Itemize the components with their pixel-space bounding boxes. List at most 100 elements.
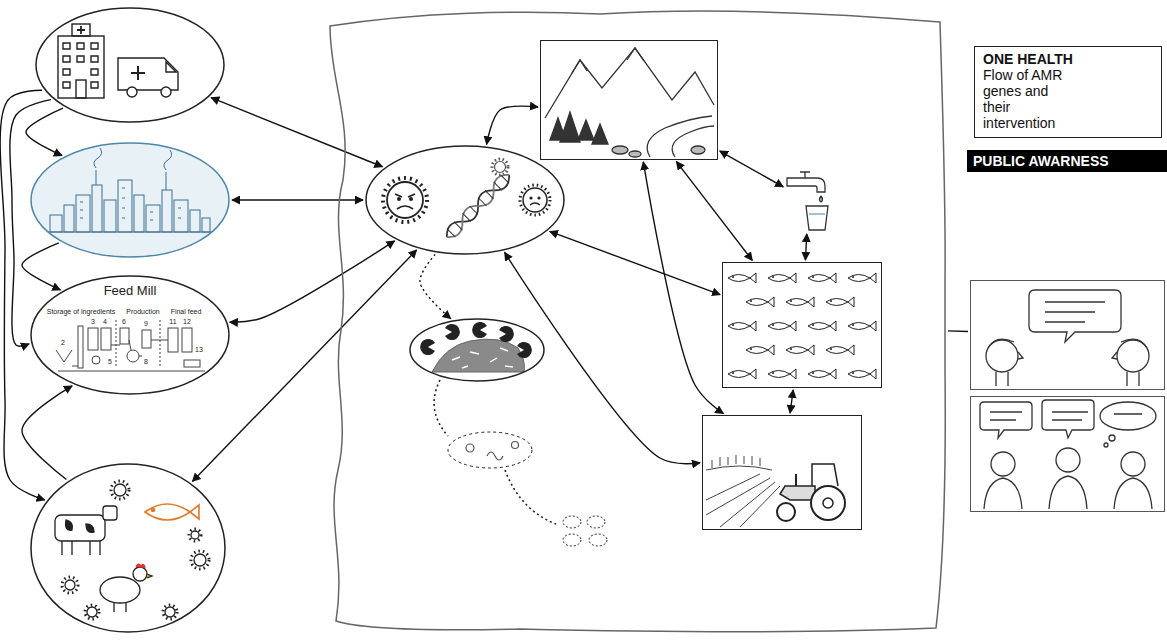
factory-skyline bbox=[80, 188, 181, 220]
pacman-microbe bbox=[445, 324, 460, 340]
microbe-ellipse bbox=[365, 145, 565, 255]
ellipse-border bbox=[31, 276, 229, 394]
virus-icon bbox=[523, 188, 547, 212]
flow-arrow bbox=[22, 386, 72, 480]
dna-helix bbox=[443, 171, 514, 242]
feed-mill-title: Feed Mill bbox=[104, 284, 157, 298]
microbe-icon bbox=[163, 605, 177, 619]
dotted-flow bbox=[587, 516, 605, 528]
discussion-drawing bbox=[1109, 435, 1115, 441]
hospital-icon bbox=[58, 24, 104, 98]
discussion-drawing bbox=[1049, 476, 1087, 509]
fish-icon bbox=[190, 505, 199, 519]
gene-fragment bbox=[466, 444, 474, 452]
fish-pattern bbox=[746, 297, 774, 307]
mountain-scene bbox=[592, 124, 608, 144]
discussion-drawing bbox=[984, 478, 1022, 509]
mountain-scene bbox=[560, 112, 580, 142]
factory-skyline bbox=[202, 218, 210, 232]
flow-arrow bbox=[805, 234, 806, 260]
mountain-scene bbox=[578, 120, 594, 140]
conversation-drawing bbox=[988, 339, 1014, 348]
conversation-drawing bbox=[1045, 302, 1105, 322]
flow-arrow bbox=[10, 100, 51, 346]
farm-scene bbox=[712, 455, 760, 468]
farm-box bbox=[702, 415, 862, 530]
virus-icon bbox=[383, 159, 550, 222]
discussion-drawing bbox=[980, 400, 1156, 509]
feed-mill-drawing bbox=[56, 320, 205, 371]
fish-pattern bbox=[728, 273, 876, 379]
mountain-scene bbox=[612, 146, 628, 154]
degradation-mound bbox=[432, 339, 524, 372]
mountain-scene bbox=[691, 146, 705, 154]
discussion-drawing bbox=[990, 412, 1142, 420]
dna-helix bbox=[447, 175, 509, 237]
pacman-microbe bbox=[472, 322, 487, 338]
discussion-drawing bbox=[1121, 452, 1145, 476]
chicken-icon bbox=[100, 564, 152, 612]
chicken-icon bbox=[133, 567, 147, 581]
cow-icon bbox=[55, 506, 117, 555]
virus-icon bbox=[495, 162, 506, 173]
factory-skyline bbox=[190, 210, 200, 232]
hospital-icon bbox=[72, 24, 90, 36]
ambulance-icon bbox=[118, 58, 178, 97]
feed-mill-drawing bbox=[120, 328, 129, 344]
flow-arrow bbox=[192, 250, 416, 481]
flow-arrow bbox=[676, 162, 752, 261]
degradation-ellipse bbox=[409, 318, 545, 382]
ellipse-border bbox=[366, 146, 564, 254]
flow-arrow bbox=[550, 231, 720, 294]
fish-pattern bbox=[808, 369, 836, 379]
tap-drawing bbox=[806, 206, 828, 230]
tap-drawing bbox=[800, 172, 810, 178]
discussion-drawing bbox=[1100, 402, 1156, 430]
microbe-icon bbox=[194, 554, 206, 566]
gene-fragment bbox=[466, 442, 519, 461]
fish-pattern bbox=[848, 321, 876, 331]
chicken-icon bbox=[100, 577, 140, 603]
factory-skyline bbox=[146, 205, 160, 232]
conversation-drawing bbox=[1121, 339, 1147, 348]
hospital-icon bbox=[63, 43, 98, 88]
hospital-icon bbox=[58, 36, 104, 98]
microbe-icon bbox=[62, 577, 78, 593]
feed-mill-drawing bbox=[72, 340, 168, 366]
microbe-icon bbox=[62, 481, 209, 619]
factory-skyline bbox=[134, 195, 144, 232]
pacman-microbe bbox=[420, 322, 532, 358]
tractor-icon bbox=[777, 503, 795, 521]
callout-number: 3 bbox=[91, 318, 95, 326]
fish-pattern bbox=[728, 273, 756, 283]
text-slot: 5 bbox=[108, 358, 112, 366]
feed-mill-drawing bbox=[116, 320, 160, 368]
mountain-scene bbox=[545, 48, 714, 157]
hospital-icon bbox=[76, 80, 86, 98]
text-slot: 9 bbox=[144, 320, 148, 328]
fish-pattern bbox=[768, 321, 796, 331]
ambulance-icon bbox=[131, 66, 145, 80]
fish-pattern bbox=[826, 297, 854, 307]
cow-icon bbox=[66, 520, 94, 532]
tractor-icon bbox=[780, 486, 815, 500]
microbe-icon bbox=[111, 481, 129, 499]
flow-arrow bbox=[790, 390, 793, 413]
factory-skyline bbox=[94, 148, 172, 170]
degradation-mound bbox=[452, 348, 513, 368]
callout-number: 9 bbox=[144, 320, 148, 328]
fish-pattern bbox=[826, 345, 854, 355]
feed-mill-drawing bbox=[101, 328, 111, 350]
industry-ellipse bbox=[30, 142, 230, 258]
dotted-flow bbox=[563, 534, 581, 546]
dotted-flow bbox=[563, 516, 581, 528]
tractor-icon bbox=[812, 464, 838, 486]
microbe-icon bbox=[111, 481, 129, 499]
ellipse-outline bbox=[35, 7, 225, 123]
pacman-microbe bbox=[517, 342, 532, 358]
fish-pattern bbox=[746, 345, 774, 355]
callout-number: 4 bbox=[103, 318, 107, 326]
microbe-icon bbox=[65, 580, 75, 590]
tap-drawing bbox=[820, 196, 823, 202]
